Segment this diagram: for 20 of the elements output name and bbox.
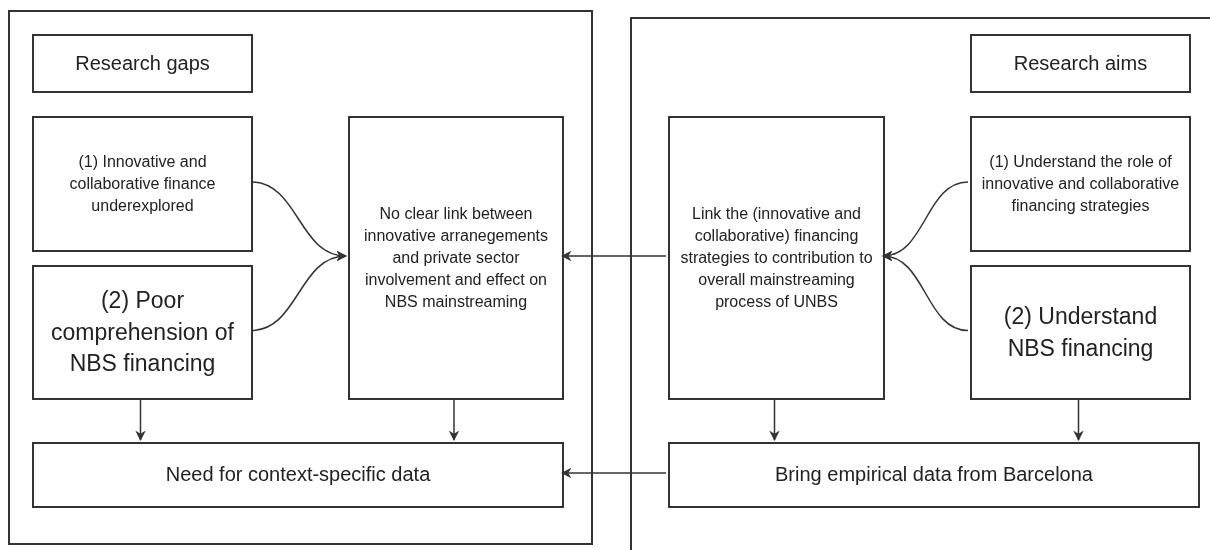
arrow (881, 252, 969, 332)
text-box: (1) Understand the role of innovative and collaborative financing strategies (970, 116, 1191, 252)
arrow (769, 397, 780, 442)
text-box: Bring empirical data from Barcelona (668, 442, 1200, 508)
arrow (250, 252, 348, 332)
text-box: No clear link between innovative arranegements and private sector involvement and effect on NBS mainstreaming (348, 116, 564, 400)
heading-box: Research gaps (32, 34, 253, 93)
panel-frame (8, 10, 593, 545)
arrow (560, 467, 667, 479)
arrow (135, 397, 146, 442)
heading-box: Research aims (970, 34, 1191, 93)
text-box: Need for context-specific data (32, 442, 564, 508)
arrow (1073, 397, 1084, 442)
panel-frame (630, 17, 1210, 550)
text-box: Link the (innovative and collaborative) financing strategies to contribution to overall mainstreaming process of UNBS (668, 116, 885, 400)
text-box: (1) Innovative and collaborative finance underexplored (32, 116, 253, 252)
text-box: (2) Poor comprehension of NBS financing (32, 265, 253, 400)
arrow (560, 250, 667, 262)
text-box: (2) Understand NBS financing (970, 265, 1191, 400)
arrow (448, 397, 460, 442)
